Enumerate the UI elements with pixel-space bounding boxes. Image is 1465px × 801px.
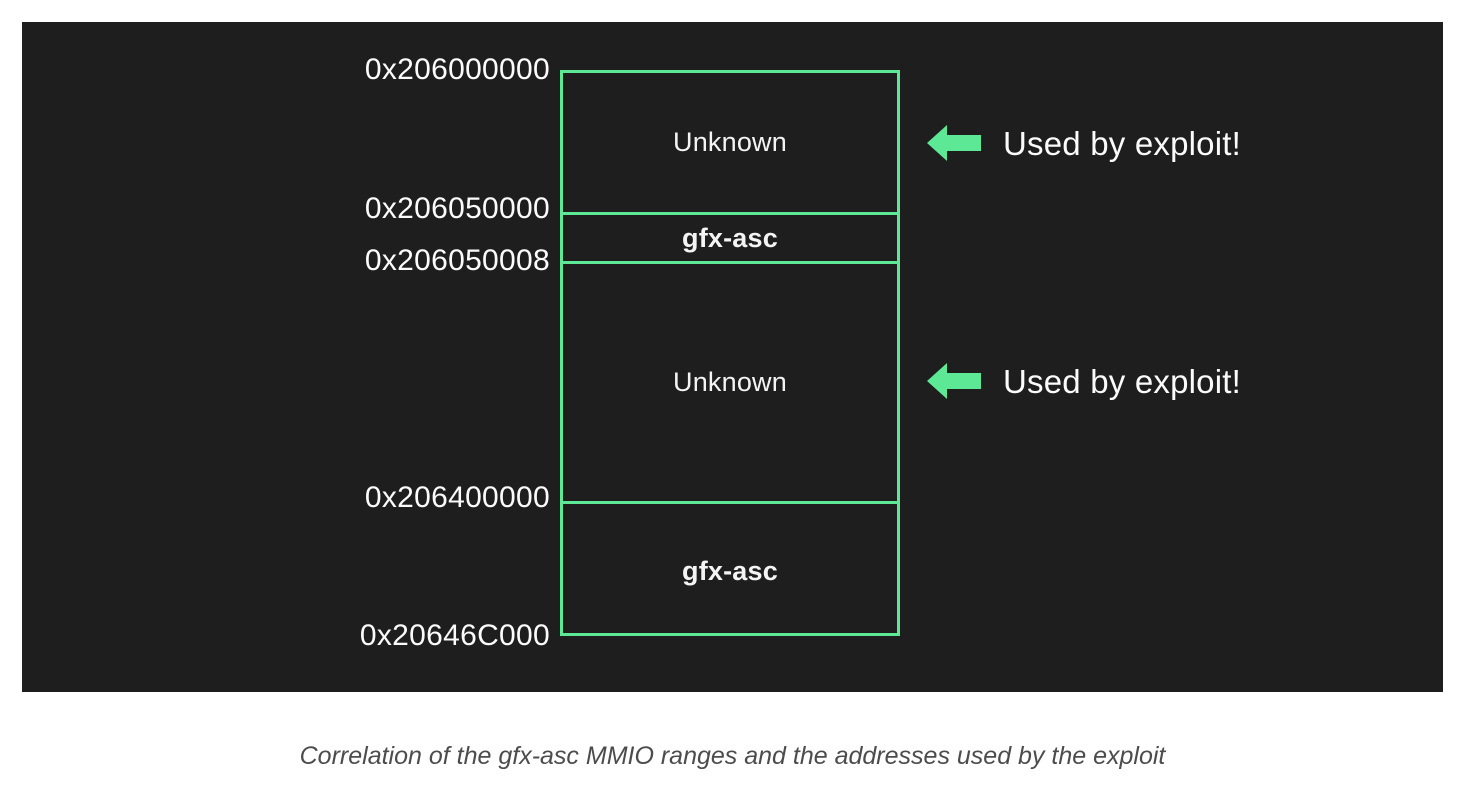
arrow-left-icon [927,125,981,161]
address-label-0x206400000: 0x206400000 [364,481,550,514]
memory-map-column: Unknown gfx-asc Unknown gfx-asc [560,70,900,636]
memory-region-label: gfx-asc [682,556,778,586]
annotation-text: Used by exploit! [1003,362,1241,400]
memory-region-unknown-upper: Unknown [563,73,897,212]
address-label-0x206050008: 0x206050008 [364,244,550,277]
memory-region-label: Unknown [673,127,787,157]
annotation-used-by-exploit-upper: Used by exploit! [927,123,1241,163]
arrow-left-icon [927,363,981,399]
memory-region-gfx-asc-lower: gfx-asc [563,501,897,639]
annotation-text: Used by exploit! [1003,124,1241,162]
address-label-0x20646C000: 0x20646C000 [359,619,550,652]
memory-region-gfx-asc-upper: gfx-asc [563,212,897,264]
memory-region-label: Unknown [673,367,787,397]
memory-region-unknown-lower: Unknown [563,264,897,501]
annotation-used-by-exploit-lower: Used by exploit! [927,361,1241,401]
memory-region-label: gfx-asc [682,222,778,253]
address-label-0x206050000: 0x206050000 [364,192,550,225]
address-label-0x206000000: 0x206000000 [364,53,550,86]
memory-map-figure: 0x206000000 0x206050000 0x206050008 0x20… [22,22,1443,692]
figure-caption: Correlation of the gfx-asc MMIO ranges a… [299,742,1166,770]
